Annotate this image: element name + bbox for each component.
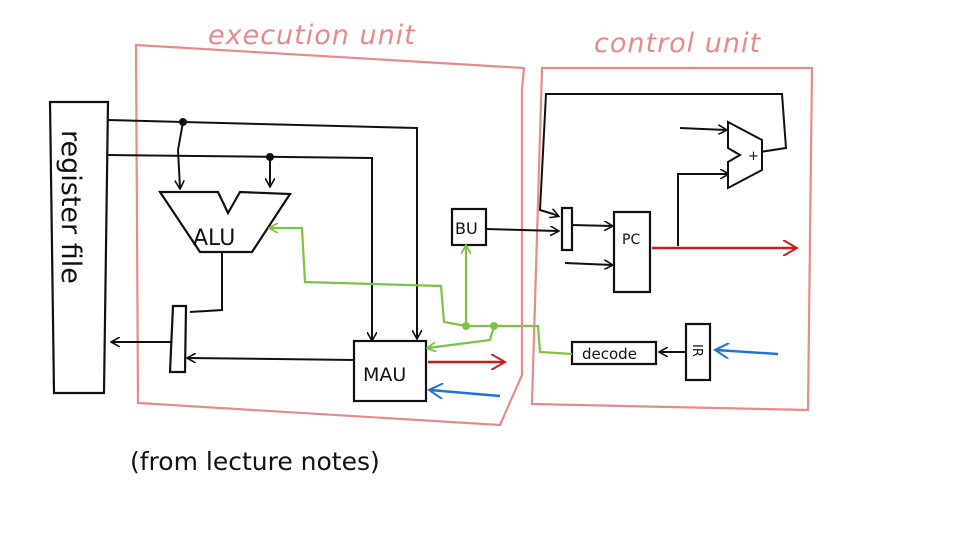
ir: IR [684, 322, 712, 382]
decode: decode [570, 340, 658, 366]
pc: PC [612, 210, 652, 294]
bu-label: BU [455, 219, 478, 238]
decode-label: decode [582, 345, 637, 363]
junction-dot [490, 322, 498, 330]
writeback-mux [168, 304, 188, 374]
register-file-label: register file [55, 130, 86, 284]
junction-dot [462, 322, 470, 330]
red-output-wires [428, 248, 796, 362]
adder-label: + [748, 149, 759, 164]
junction-dot [266, 153, 274, 161]
control-unit-box [530, 66, 814, 412]
ir-label: IR [689, 344, 704, 357]
black-wires [107, 93, 788, 360]
execution-unit-title: execution unit [208, 20, 416, 51]
mau-label: MAU [363, 364, 406, 386]
register-file: register file [48, 100, 110, 395]
alu-label: ALU [193, 226, 235, 251]
pc-label: PC [622, 232, 640, 248]
green-control-wires [270, 228, 573, 356]
bu: BU [450, 207, 488, 247]
mau: MAU [352, 339, 428, 403]
caption: (from lecture notes) [130, 447, 380, 476]
control-unit-title: control unit [594, 28, 761, 59]
pc-mux [560, 206, 574, 252]
adder: + [727, 120, 763, 190]
junction-dot [179, 118, 187, 126]
execution-unit-box [134, 43, 526, 427]
blue-input-wires [430, 350, 779, 396]
alu: ALU [157, 190, 292, 254]
